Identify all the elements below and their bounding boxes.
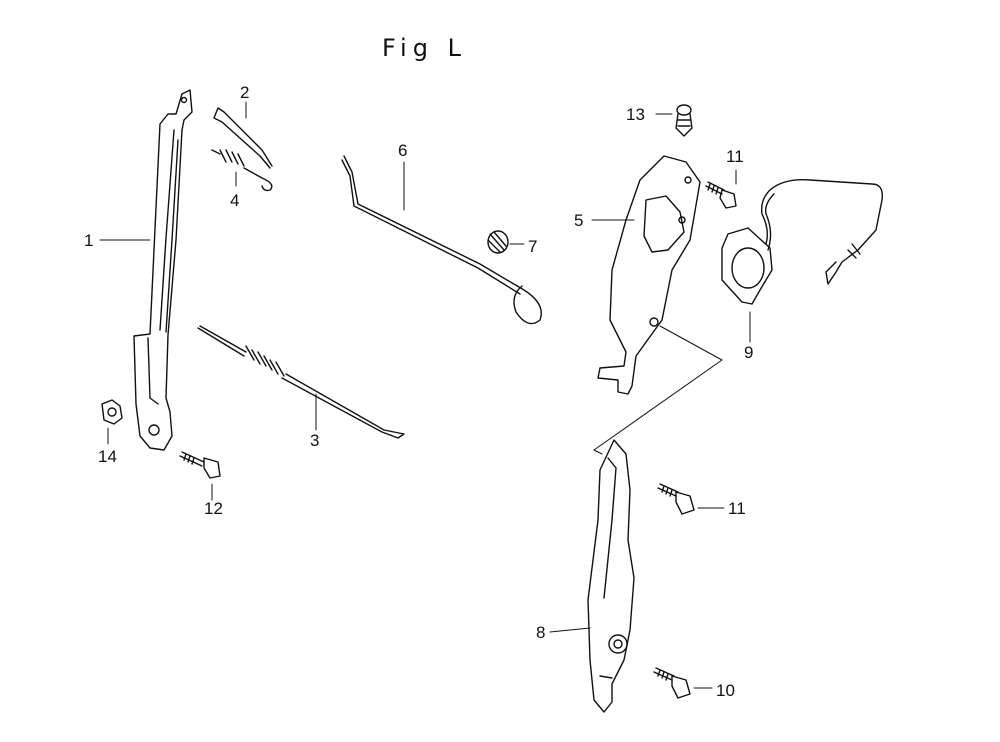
part-7-coil-spring [487,230,509,254]
part-1-lever-arm [133,89,193,451]
part-3-spring-rod [197,325,405,439]
callout-3: 3 [310,431,320,450]
callout-10: 10 [716,681,735,700]
assembly-guide-lines [593,325,723,455]
part-4-spring [211,149,273,192]
callout-4: 4 [230,191,240,210]
part-14-nut [101,399,123,425]
callout-8: 8 [536,623,546,642]
part-5-bracket [597,155,701,395]
callout-leader-lines [99,101,751,689]
callout-11-lower: 11 [728,499,746,518]
part-11-bolt-upper [705,181,737,209]
part-12-bolt [179,451,221,479]
part-6-wire-rod [341,155,542,325]
part-8-lower-lever [587,439,635,713]
callout-9: 9 [744,343,754,362]
part-13-push-clip [675,104,693,137]
callout-14: 14 [98,447,117,466]
callout-11-upper: 11 [726,147,744,166]
callout-12: 12 [204,499,223,518]
part-2-wire-clip [213,107,273,169]
part-10-bolt [653,667,691,699]
part-11-bolt-lower [657,483,695,515]
callout-13: 13 [626,105,645,124]
callout-2: 2 [240,83,250,102]
part-9-cable [721,179,883,305]
callout-6: 6 [398,141,408,160]
callout-1: 1 [84,231,94,250]
figure-title: Fig L [382,34,467,62]
callout-7: 7 [528,237,538,256]
callout-5: 5 [574,211,584,230]
